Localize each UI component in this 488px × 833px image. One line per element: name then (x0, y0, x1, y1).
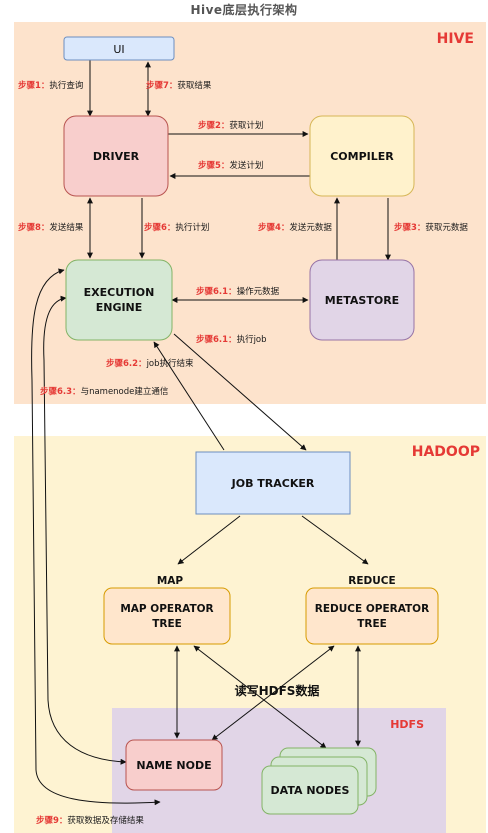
arrow-jobtracker-reduce (301, 515, 369, 565)
ui-node-label: UI (113, 43, 124, 56)
arrow-engine-hdfs (31, 268, 161, 806)
metastore-node-label: METASTORE (325, 294, 399, 307)
metastore-node: METASTORE (309, 259, 415, 341)
data-node-front (261, 765, 359, 815)
map-label: MAP (157, 575, 184, 587)
step7-label: 步骤7：获取结果 (146, 80, 212, 91)
job-tracker-node: JOB TRACKER (195, 451, 351, 515)
step6-1a-label: 步骤6.1：操作元数据 (196, 286, 280, 297)
reduce-label: REDUCE (348, 575, 395, 587)
compiler-node-label: COMPILER (330, 150, 394, 163)
step5-label: 步骤5：发送计划 (198, 160, 263, 171)
hadoop-region-title: HADOOP (412, 444, 480, 460)
compiler-node: COMPILER (309, 115, 415, 197)
execution-engine-node: EXECUTION ENGINE (65, 259, 173, 341)
execution-engine-label-1: EXECUTION (84, 286, 155, 299)
map-tree-label-1: MAP OPERATOR (120, 603, 213, 615)
step6-1b-label: 步骤6.1：执行job (196, 334, 267, 345)
hive-region (14, 22, 486, 404)
step1-label: 步骤1：执行查询 (18, 80, 83, 91)
map-operator-tree-node: MAP OPERATOR TREE (103, 587, 231, 645)
driver-node: DRIVER (63, 115, 169, 197)
name-node-label: NAME NODE (136, 759, 211, 772)
arrow-reducetree-namenode (211, 645, 335, 741)
reduce-operator-tree-node: REDUCE OPERATOR TREE (305, 587, 439, 645)
execution-engine-label-2: ENGINE (96, 301, 143, 314)
hive-region-title: HIVE (437, 31, 474, 47)
name-node: NAME NODE (125, 739, 223, 791)
driver-node-label: DRIVER (93, 150, 140, 163)
step9-label: 步骤9：获取数据及存储结果 (36, 815, 144, 826)
data-nodes-stack: DATA NODES (261, 747, 377, 815)
map-tree-label-2: TREE (152, 618, 182, 630)
step8-label: 步骤8：发送结果 (18, 222, 84, 233)
step2-label: 步骤2：获取计划 (198, 120, 263, 131)
hdfs-region-title: HDFS (390, 718, 424, 731)
arrow-engine-jobtracker (173, 333, 307, 451)
page-title: Hive底层执行架构 (190, 2, 297, 17)
arrow-jobtracker-engine (153, 341, 225, 451)
step4-label: 步骤4：发送元数据 (258, 222, 332, 233)
hdfs-rw-label: 读写HDFS数据 (235, 683, 320, 698)
reduce-tree-label-1: REDUCE OPERATOR (315, 603, 429, 615)
job-tracker-label: JOB TRACKER (231, 477, 315, 490)
step6-label: 步骤6：执行计划 (144, 222, 209, 233)
step6-3-label: 步骤6.3：与namenode建立通信 (40, 386, 169, 397)
ui-node: UI (63, 36, 175, 61)
step3-label: 步骤3：获取元数据 (394, 222, 468, 233)
step6-2-label: 步骤6.2：job执行结束 (106, 358, 194, 369)
arrow-jobtracker-map (177, 515, 241, 565)
data-nodes-label: DATA NODES (271, 784, 350, 797)
reduce-tree-label-2: TREE (357, 618, 387, 630)
